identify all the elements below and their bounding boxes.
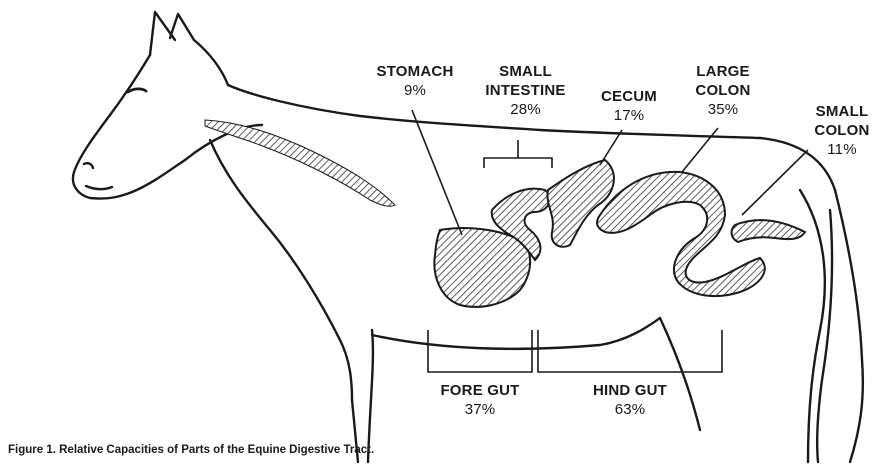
neck-shading (205, 120, 395, 206)
horse-mouth (86, 186, 112, 189)
small-colon-label: SMALL COLON 11% (802, 102, 882, 159)
large-colon-line2: COLON (678, 81, 768, 100)
horse-foreleg-back (368, 330, 373, 462)
cecum-organ (547, 160, 613, 247)
small-colon-leader (742, 150, 808, 215)
hind-gut-label: HIND GUT 63% (570, 381, 690, 419)
fore-gut-name: FORE GUT (420, 381, 540, 400)
horse-head-outline (73, 40, 228, 199)
small-colon-line1: SMALL (802, 102, 882, 121)
fore-gut-percent: 37% (420, 400, 540, 419)
figure-caption: Figure 1. Relative Capacities of Parts o… (8, 444, 374, 456)
hind-gut-percent: 63% (570, 400, 690, 419)
cecum-percent: 17% (584, 106, 674, 125)
stomach-leader (412, 110, 462, 235)
stomach-percent: 9% (360, 81, 470, 100)
stomach-name: STOMACH (360, 62, 470, 81)
small-intestine-label: SMALL INTESTINE 28% (468, 62, 583, 119)
small-colon-line2: COLON (802, 121, 882, 140)
small-intestine-line2: INTESTINE (468, 81, 583, 100)
stomach-label: STOMACH 9% (360, 62, 470, 100)
horse-eye (128, 89, 146, 92)
large-colon-line1: LARGE (678, 62, 768, 81)
cecum-label: CECUM 17% (584, 87, 674, 125)
fore-gut-bracket (428, 330, 532, 372)
cecum-name: CECUM (584, 87, 674, 106)
cecum-leader (600, 130, 622, 165)
fore-gut-label: FORE GUT 37% (420, 381, 540, 419)
horse-belly (372, 318, 660, 349)
small-colon-organ (732, 220, 805, 242)
small-intestine-bracket (484, 140, 552, 168)
hind-gut-name: HIND GUT (570, 381, 690, 400)
small-intestine-line1: SMALL (468, 62, 583, 81)
horse-nostril (84, 163, 93, 168)
horse-tail (817, 190, 863, 462)
large-colon-label: LARGE COLON 35% (678, 62, 768, 119)
large-colon-percent: 35% (678, 100, 768, 119)
small-intestine-percent: 28% (468, 100, 583, 119)
small-colon-percent: 11% (802, 140, 882, 159)
